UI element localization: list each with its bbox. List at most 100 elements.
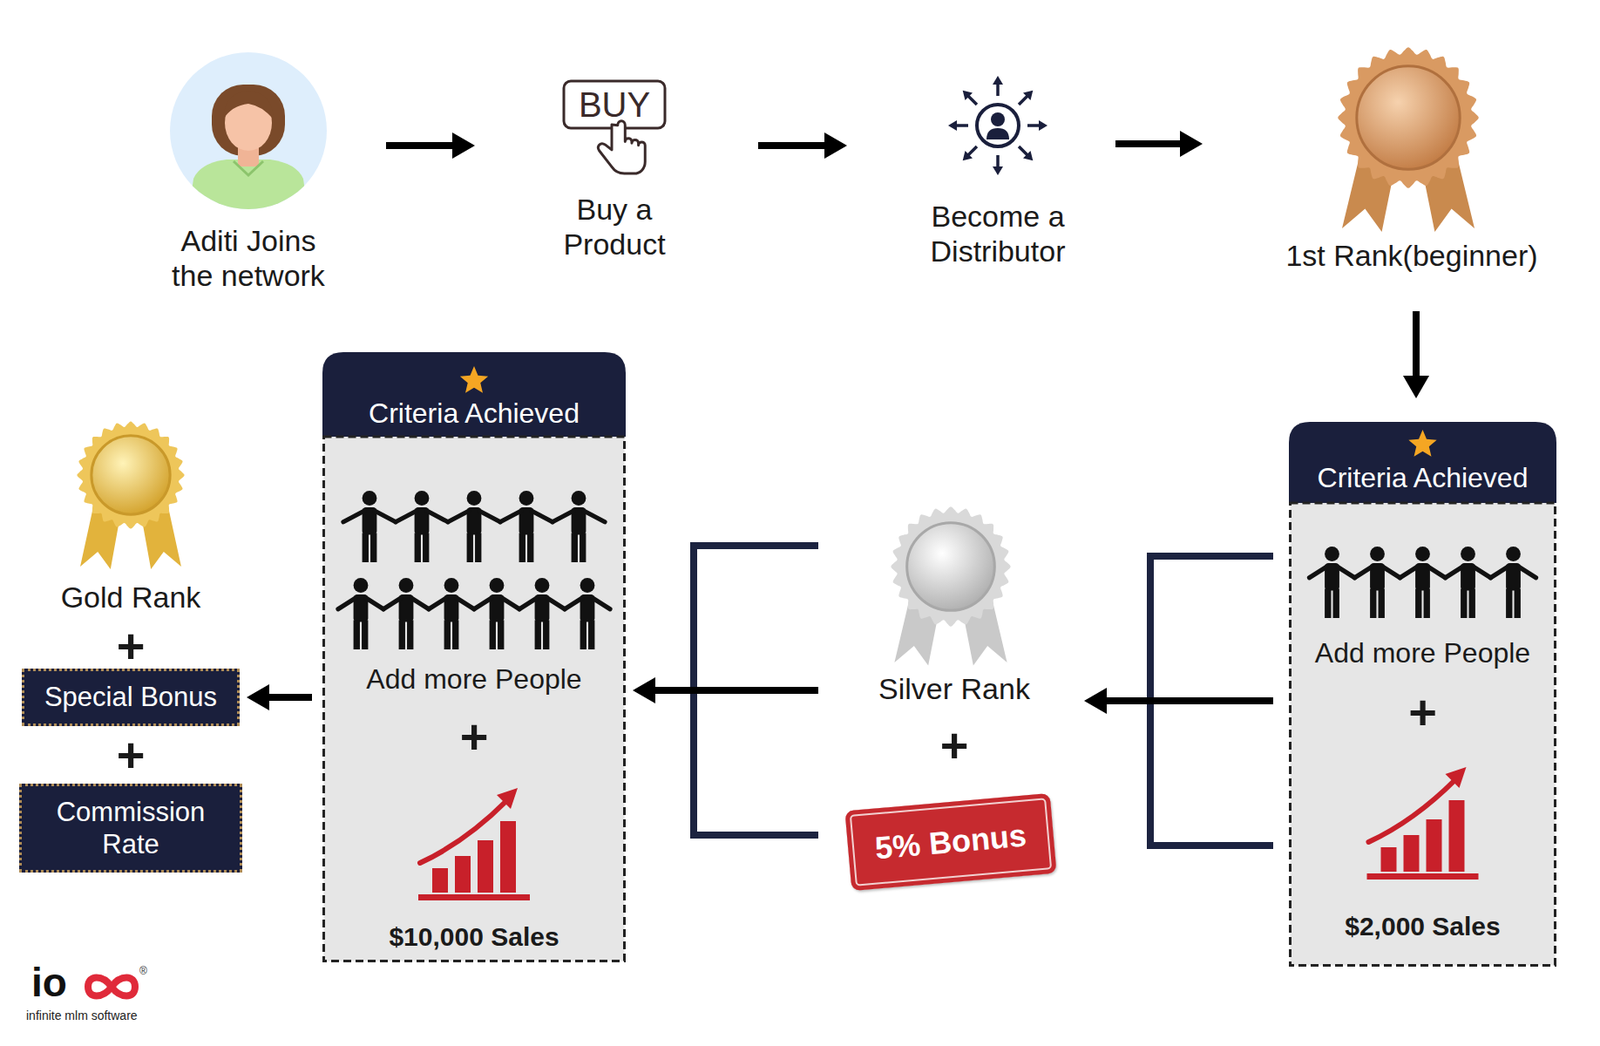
person-arm (366, 597, 384, 610)
text-holder: Gold Rank (8, 579, 253, 615)
silver-medal (890, 506, 1011, 665)
person-leg (1505, 588, 1512, 618)
label-holder: io (31, 958, 68, 1006)
person-leg (452, 619, 459, 650)
text-holder: + (1288, 683, 1557, 741)
flow-arrow (1084, 687, 1274, 714)
person-arm (383, 597, 401, 610)
reward-text: Special Bonus (44, 680, 217, 713)
step-node: Become a Distributor (888, 61, 1107, 288)
person-leg (535, 619, 542, 650)
medal-face (907, 522, 996, 611)
person-leg (444, 619, 451, 650)
text-holder: Silver Rank (840, 671, 1068, 706)
avatar-figure (187, 84, 310, 223)
medal-rosette (76, 420, 184, 529)
avatar-shirt (187, 159, 310, 223)
person-head (519, 490, 535, 506)
text-holder: Criteria Achieved (322, 396, 626, 430)
person-head (467, 490, 482, 506)
arrow-shaft (1115, 140, 1184, 148)
flow-arrow (1115, 130, 1203, 157)
person-arm (427, 510, 448, 523)
rank-group: Special BonusCommission RateGold Rank++ (8, 409, 253, 881)
flow-arrow (1403, 311, 1430, 399)
person-leg (489, 619, 496, 650)
person-leg (1333, 588, 1340, 618)
icon-ray-head (962, 90, 973, 101)
medal-rosette (890, 506, 1011, 626)
pointing-hand (597, 121, 645, 174)
person-arm (1337, 566, 1356, 578)
person-arm (1445, 566, 1464, 578)
criteria-heading: Criteria Achieved (1317, 461, 1529, 495)
chart-bar (1449, 800, 1465, 872)
flow-arrow (246, 684, 312, 711)
person-leg (406, 619, 414, 650)
arrow-head (824, 132, 848, 159)
person-leg (1369, 588, 1377, 618)
person-arm (519, 597, 537, 610)
arrow-shaft (651, 686, 819, 694)
person-arm (583, 510, 605, 523)
person-leg (497, 619, 504, 650)
avatar-hair (211, 84, 285, 156)
rank-label: Silver Rank (878, 671, 1031, 706)
person-leg (580, 619, 587, 650)
reward-box: Commission Rate (19, 783, 243, 873)
person-arm (1355, 566, 1373, 578)
sales-target: $2,000 Sales (1344, 910, 1501, 942)
reward-text: Commission Rate (43, 795, 218, 861)
person-leg (399, 619, 406, 650)
icon-ray-head (1023, 90, 1033, 101)
text-holder: Add more People (1288, 636, 1557, 670)
criteria-heading: Criteria Achieved (368, 396, 580, 430)
person-arm (547, 597, 565, 610)
icon-head (990, 112, 1005, 127)
chart-bar (500, 820, 516, 893)
avatar-bangs (223, 91, 274, 120)
text-holder: Add more People (322, 662, 626, 696)
stamp-text: 5% Bonus (873, 816, 1028, 867)
people-icon (1309, 546, 1537, 618)
chart-bar (1426, 819, 1443, 872)
rank-label: 1st Rank(beginner) (1285, 237, 1538, 273)
avatar-collar (233, 161, 264, 176)
sales-target: $10,000 Sales (388, 921, 559, 952)
person-arm (343, 510, 365, 523)
text-holder: Criteria Achieved (1288, 461, 1557, 495)
chart-trend (420, 800, 508, 863)
person-head (1369, 546, 1385, 562)
person-head (489, 577, 505, 593)
text-holder: $10,000 Sales (322, 921, 626, 952)
person-leg (422, 532, 429, 563)
person-arm (501, 597, 520, 610)
plus-sign: + (1408, 683, 1438, 741)
icon-ray-head (962, 150, 973, 161)
person-leg (519, 532, 526, 563)
step-node: BUYBuy a Product (514, 74, 715, 275)
reward-box: Special Bonus (21, 668, 240, 726)
chart-arrowhead (1445, 766, 1467, 788)
person-leg (474, 532, 482, 563)
flow-arrow (632, 677, 819, 704)
person-leg (362, 532, 369, 563)
chart-baseline (1367, 873, 1479, 880)
plus-sign: + (460, 707, 489, 766)
arrow-head (1403, 375, 1430, 399)
rank-label: Gold Rank (61, 579, 202, 615)
person-head (399, 577, 414, 593)
step-label: Buy a Product (544, 191, 685, 262)
person-leg (1415, 588, 1422, 618)
text-holder: Special Bonus (24, 680, 238, 713)
person-head (1505, 546, 1521, 562)
person-head (1324, 546, 1340, 562)
bonus-stamp: 5% Bonus (844, 793, 1057, 891)
step-node: Aditi Joins the network (139, 47, 358, 310)
person-arm (1428, 566, 1446, 578)
criteria-header (1288, 421, 1557, 503)
person-arm (500, 510, 522, 523)
logo-tagline: infinite mlm software (26, 1008, 138, 1024)
label-holder: ® (139, 962, 148, 978)
